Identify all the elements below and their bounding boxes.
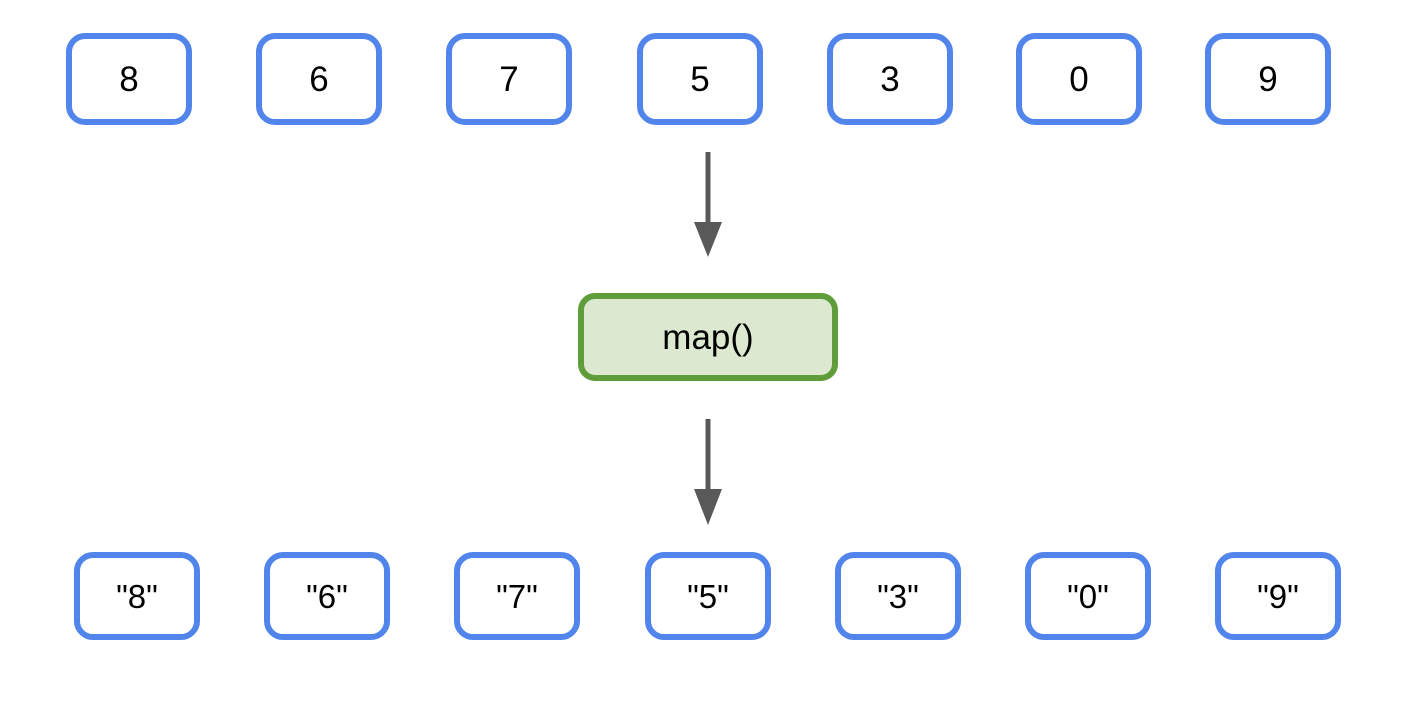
input-item-2-label: 7 — [499, 59, 519, 99]
output-item-2[interactable]: "7" — [454, 552, 580, 640]
output-item-5[interactable]: "0" — [1025, 552, 1151, 640]
arrow-map-to-output-icon — [694, 419, 722, 525]
input-item-1-label: 6 — [309, 59, 329, 99]
output-item-0[interactable]: "8" — [74, 552, 200, 640]
input-item-3-label: 5 — [690, 59, 710, 99]
input-item-3[interactable]: 5 — [637, 33, 763, 125]
input-item-5[interactable]: 0 — [1016, 33, 1142, 125]
output-item-4-label: "3" — [877, 577, 919, 615]
input-item-1[interactable]: 6 — [256, 33, 382, 125]
output-item-2-label: "7" — [496, 577, 538, 615]
output-item-6[interactable]: "9" — [1215, 552, 1341, 640]
input-item-5-label: 0 — [1069, 59, 1089, 99]
input-item-4-label: 3 — [880, 59, 900, 99]
arrow-input-to-map-icon — [694, 152, 722, 257]
output-item-4[interactable]: "3" — [835, 552, 961, 640]
output-item-1[interactable]: "6" — [264, 552, 390, 640]
output-item-6-label: "9" — [1257, 577, 1299, 615]
output-item-5-label: "0" — [1067, 577, 1109, 615]
input-item-0[interactable]: 8 — [66, 33, 192, 125]
input-item-4[interactable]: 3 — [827, 33, 953, 125]
input-item-2[interactable]: 7 — [446, 33, 572, 125]
output-item-1-label: "6" — [306, 577, 348, 615]
map-operator-node[interactable]: map() — [578, 293, 838, 381]
input-item-6-label: 9 — [1258, 59, 1278, 99]
input-item-6[interactable]: 9 — [1205, 33, 1331, 125]
output-item-3-label: "5" — [687, 577, 729, 615]
output-item-3[interactable]: "5" — [645, 552, 771, 640]
map-operator-label: map() — [662, 317, 754, 357]
input-item-0-label: 8 — [119, 59, 139, 99]
output-item-0-label: "8" — [116, 577, 158, 615]
